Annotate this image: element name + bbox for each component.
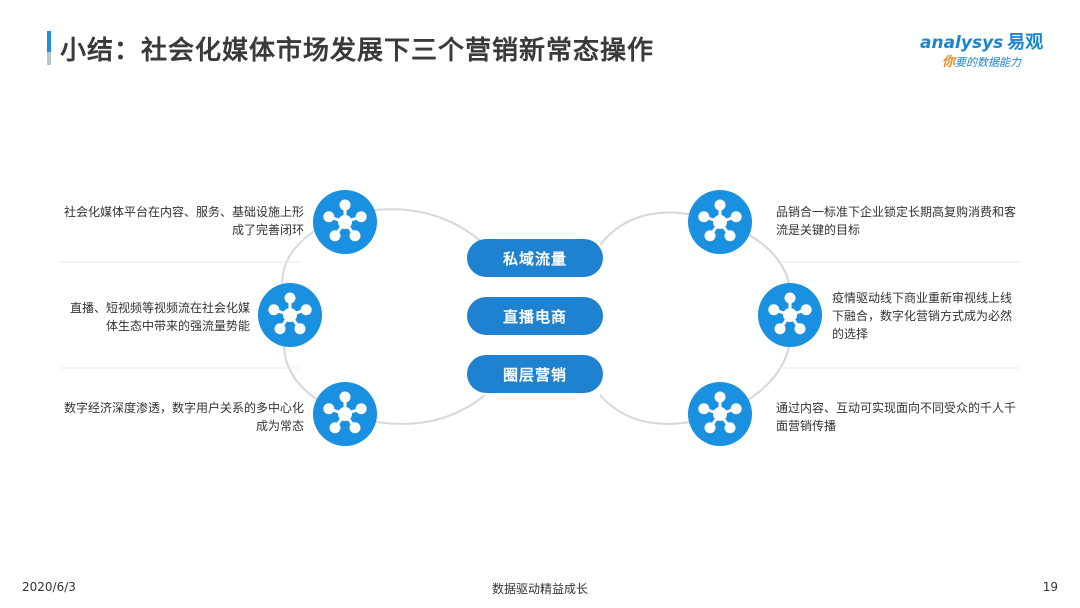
left-node-icon-1 [313, 190, 377, 254]
left-node-text-3: 数字经济深度渗透，数字用户关系的多中心化成为常态 [63, 401, 304, 433]
connector-arcs [60, 208, 1020, 425]
footer-slogan: 数据驱动精益成长 [491, 582, 588, 596]
logo-tagline: 你要的数据能力 [942, 51, 1021, 70]
right-node-icon-1 [688, 190, 752, 254]
page-title: 小结：社会化媒体市场发展下三个营销新常态操作 [60, 36, 655, 66]
footer-date: 2020/6/3 [22, 580, 76, 594]
right-node-icon-2 [758, 283, 822, 347]
logo-brand-cn: 易观 [1007, 32, 1044, 53]
right-arc [599, 211, 793, 425]
page-number: 19 [1042, 580, 1058, 594]
left-arc [281, 208, 486, 425]
right-node-icon-3 [688, 382, 752, 446]
left-node-icon-2 [258, 283, 322, 347]
left-node-text-1: 社会化媒体平台在内容、服务、基础设施上形成了完善闭环 [63, 205, 304, 237]
right-node-text-1: 品销合一标准下企业锁定长期高复购消费和客流是关键的目标 [776, 205, 1017, 237]
logo-brand: analysys [920, 33, 1004, 53]
left-node-icon-3 [313, 382, 377, 446]
logo-tagline-rest: 要的数据能力 [955, 56, 1022, 69]
left-node-text-2: 直播、短视频等视频流在社会化媒体生态中带来的强流量势能 [69, 301, 250, 333]
right-node-text-3: 通过内容、互动可实现面向不同受众的千人千面营销传播 [776, 401, 1017, 433]
pill-live-ecommerce: 直播电商 [467, 297, 603, 335]
title-accent-bar [47, 31, 51, 65]
logo-tagline-accent: 你 [942, 55, 956, 70]
node-circles [258, 190, 822, 446]
title-accent-bar-shade [47, 52, 51, 65]
pill-private-traffic: 私域流量 [467, 239, 603, 277]
right-node-text-2: 疫情驱动线下商业重新审视线上线下融合，数字化营销方式成为必然的选择 [832, 291, 1013, 341]
pill-circle-marketing: 圈层营销 [467, 355, 603, 393]
